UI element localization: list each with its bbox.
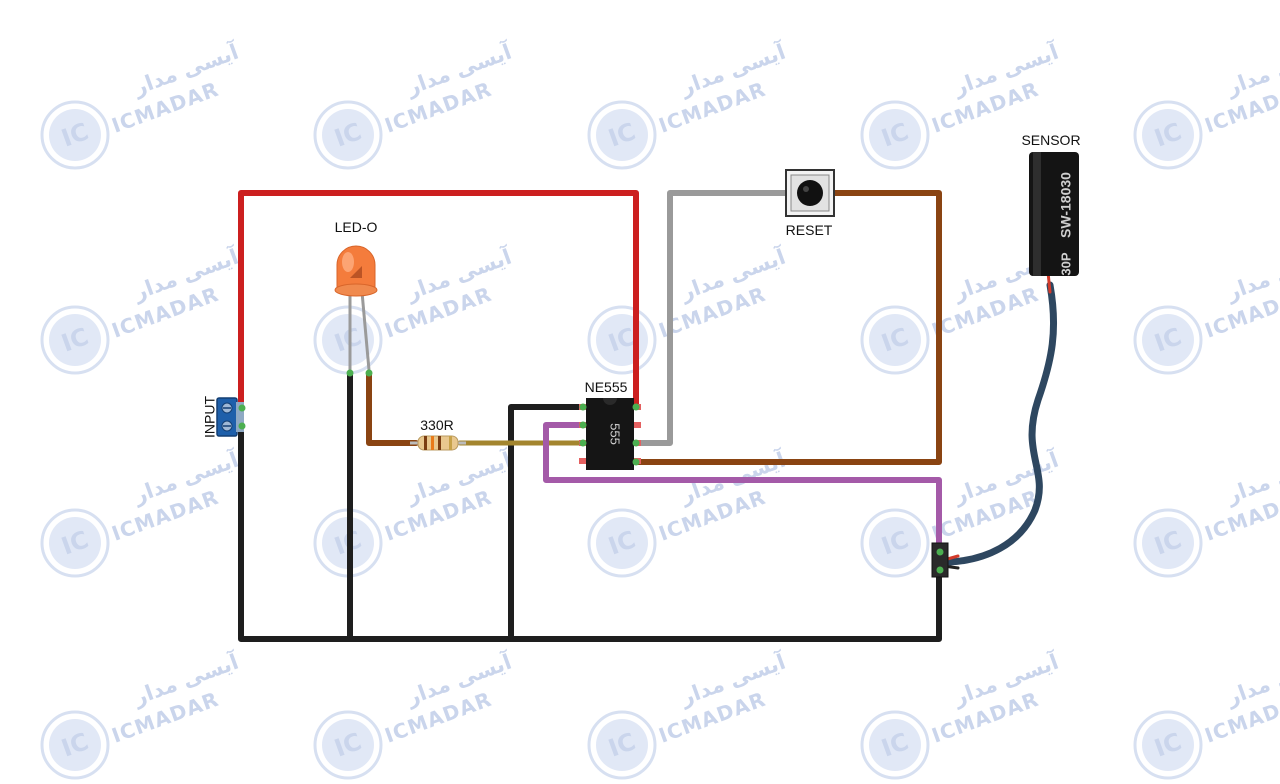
input-label: INPUT: [202, 396, 218, 438]
vibration-sensor: SW-18030 30P: [1029, 152, 1079, 276]
resistor-label: 330R: [420, 417, 453, 433]
led-component: [334, 245, 378, 377]
ic-label: NE555: [585, 379, 628, 395]
reset-button[interactable]: [785, 169, 835, 217]
wire-gray-reset: [633, 190, 791, 446]
sensor-marking-sub: 30P: [1058, 252, 1073, 275]
wire-brown-reset-ic: [633, 190, 942, 465]
led-label: LED-O: [335, 219, 378, 235]
ne555-chip: 555: [579, 398, 641, 470]
wire-black-input-ground: [238, 425, 942, 642]
input-terminal-block: [216, 397, 246, 437]
sensor-connector: [931, 542, 949, 578]
sensor-label: SENSOR: [1021, 132, 1080, 148]
wires: [238, 190, 942, 642]
wire-purple-sensor: [543, 422, 942, 553]
junction-dots: [937, 549, 943, 555]
resistor-component: [410, 435, 466, 451]
ic-marking: 555: [608, 423, 623, 445]
sensor-marking-main: SW-18030: [1058, 172, 1074, 238]
wire-red-vcc: [238, 190, 639, 410]
reset-label: RESET: [786, 222, 833, 238]
wire-black-ic-ground: [508, 404, 586, 642]
wire-brown-led-resistor: [366, 370, 419, 446]
